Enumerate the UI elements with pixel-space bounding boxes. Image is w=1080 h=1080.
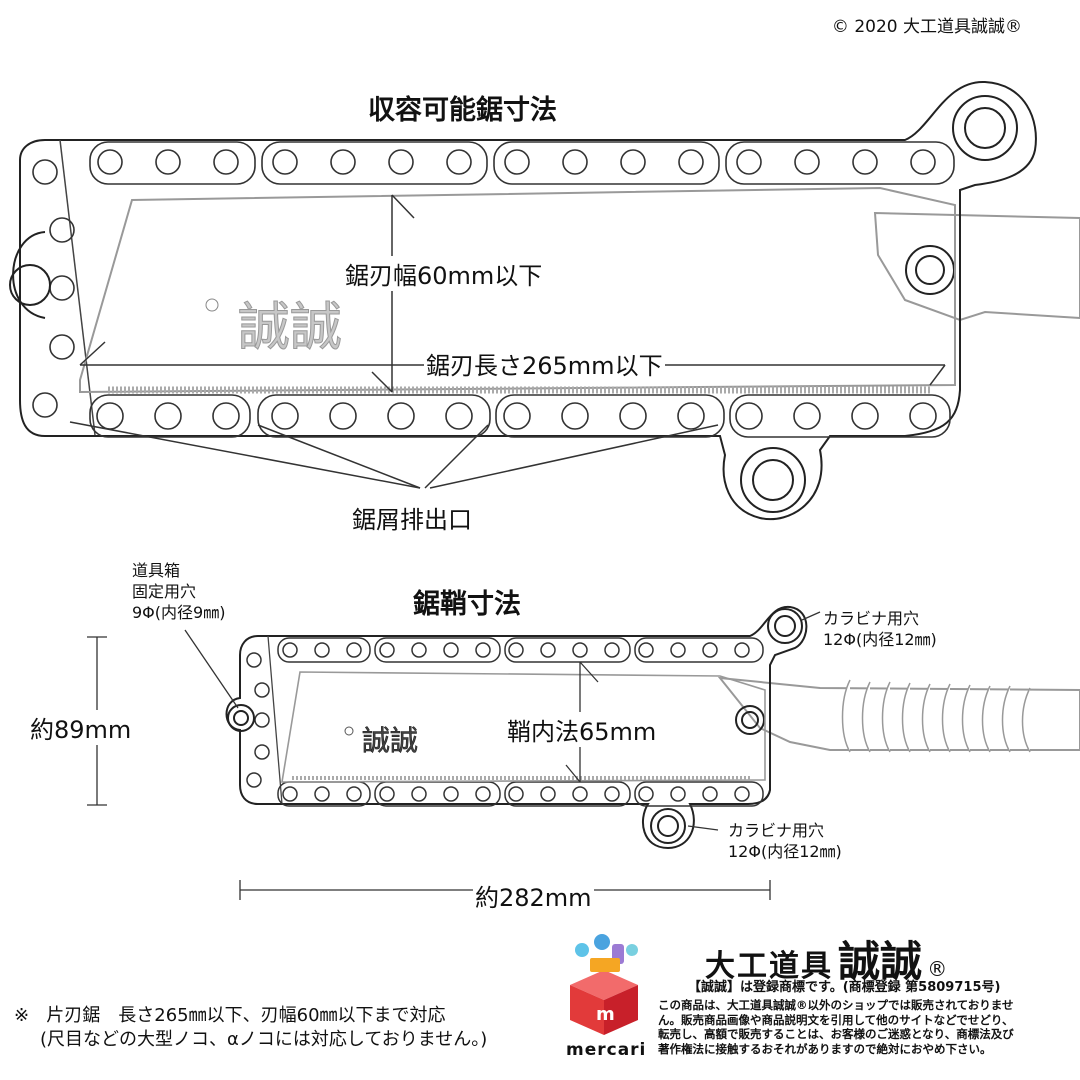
disclaimer-line: 転売し、高額で販売することは、お客様のご迷惑となり、商標法及び [658, 1027, 1014, 1041]
carabiner-hole-line: 12Φ(内径12㎜) [823, 630, 937, 649]
bottom-sheath: 誠誠 [87, 605, 1080, 900]
mercari-label: mercari [566, 1040, 646, 1060]
mercari-box-letter: m [596, 1004, 615, 1025]
carabiner-hole-line: 12Φ(内径12㎜) [728, 842, 842, 861]
carabiner-hole-line: カラビナ用穴 [728, 821, 825, 840]
top-sheath: 誠誠 [9, 80, 1080, 521]
top-saw-logo: 誠誠 [205, 298, 343, 359]
bottom-dimensions [87, 611, 821, 900]
copyright-notice: © 2020 大工道具誠誠® [831, 17, 1022, 37]
trademark-notice: 【誠誠】は登録商標です。(商標登録 第5809715号) [688, 980, 1001, 995]
blade-length-label: 鋸刃長さ265mm以下 [424, 346, 665, 381]
inner-dimension-label: 鞘内法65mm [505, 712, 659, 747]
disclaimer: この商品は、大工道具誠誠®以外のショップでは販売されておりませ ん。販売商品画像… [658, 998, 1014, 1056]
blade-width-label: 鋸刃幅60mm以下 [343, 256, 545, 291]
top-dimensions [69, 194, 946, 489]
note-mark: ※ [14, 1005, 30, 1026]
bottom-rings [227, 608, 803, 844]
bottom-holes [246, 637, 764, 807]
top-rings [9, 95, 1018, 513]
disclaimer-line: 著作権法に接触するおそれがありますので絶対におやめ下さい。 [658, 1041, 992, 1056]
toolbox-hole-line: 道具箱 [132, 561, 181, 580]
toolbox-hole-label: 道具箱 固定用穴 9Φ(内径9㎜) [132, 560, 225, 623]
bottom-saw-blade [281, 671, 766, 783]
carabiner-hole-label-top: カラビナ用穴 12Φ(内径12㎜) [823, 608, 937, 650]
brand-name: 大工道具 [705, 949, 833, 984]
brand-logo: 大工道具 誠誠 ® [705, 928, 947, 989]
dust-outlet-label: 鋸屑排出口 [350, 500, 474, 535]
top-section-title: 収容可能鋸寸法 [368, 95, 557, 126]
note-line-2: (尺目などの大型ノコ、αノコには対応しておりません。) [40, 1029, 488, 1050]
brand-registered: ® [927, 957, 948, 981]
bottom-section-title: 鋸鞘寸法 [413, 589, 521, 620]
height-dimension-label: 約89mm [28, 710, 134, 745]
disclaimer-line: この商品は、大工道具誠誠®以外のショップでは販売されておりませ [658, 998, 1014, 1012]
bottom-saw-logo: 誠誠 [344, 724, 418, 757]
toolbox-hole-line: 9Φ(内径9㎜) [132, 603, 226, 622]
bottom-saw-handle [717, 676, 1080, 753]
top-saw-blade [79, 186, 956, 394]
carabiner-hole-label-bottom: カラビナ用穴 12Φ(内径12㎜) [728, 820, 842, 862]
brand-mark: 誠誠 [838, 937, 923, 986]
toolbox-hole-line: 固定用穴 [132, 582, 197, 601]
width-dimension-label: 約282mm [473, 878, 594, 913]
top-holes [32, 149, 937, 430]
note-line-1: 片刃鋸 長さ265㎜以下、刃幅60㎜以下まで対応 [46, 1005, 446, 1026]
svg-text:誠誠: 誠誠 [362, 724, 418, 757]
mercari-box-icon [570, 934, 638, 1035]
svg-text:誠誠: 誠誠 [238, 298, 342, 358]
carabiner-hole-line: カラビナ用穴 [823, 609, 920, 628]
disclaimer-line: ん。販売商品画像や商品説明文を引用して他のサイトなどでせどり、 [658, 1012, 1014, 1027]
compatibility-note: ※ 片刃鋸 長さ265㎜以下、刃幅60㎜以下まで対応 (尺目などの大型ノコ、αノ… [14, 1004, 487, 1052]
mercari-text: mercari [566, 1040, 647, 1060]
